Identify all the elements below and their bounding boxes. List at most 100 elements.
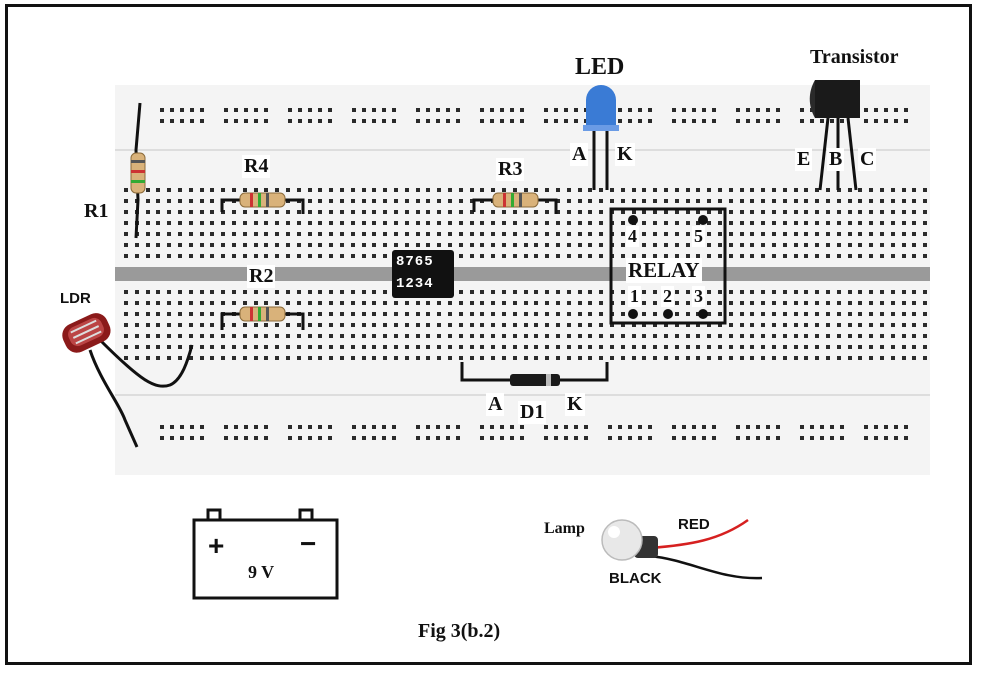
breadboard-hole [783, 188, 787, 192]
breadboard-hole [372, 221, 376, 225]
breadboard-hole [564, 108, 568, 112]
breadboard-hole [545, 188, 549, 192]
breadboard-hole [426, 312, 430, 316]
breadboard-hole [902, 290, 906, 294]
breadboard-hole [189, 188, 193, 192]
breadboard-hole [200, 254, 204, 258]
breadboard-hole [362, 356, 366, 360]
breadboard-hole [756, 436, 760, 440]
breadboard-hole [426, 221, 430, 225]
breadboard-hole [135, 312, 139, 316]
breadboard-hole [740, 312, 744, 316]
breadboard-hole [513, 188, 517, 192]
breadboard-hole [372, 323, 376, 327]
breadboard-hole [891, 290, 895, 294]
breadboard-hole [588, 188, 592, 192]
breadboard-hole [491, 345, 495, 349]
breadboard-hole [837, 312, 841, 316]
breadboard-hole [524, 356, 528, 360]
breadboard-hole [480, 210, 484, 214]
breadboard-hole [352, 108, 356, 112]
breadboard-hole [848, 301, 852, 305]
breadboard-hole [686, 210, 690, 214]
breadboard-hole [740, 323, 744, 327]
breadboard-hole [224, 425, 228, 429]
breadboard-hole [574, 119, 578, 123]
breadboard-hole [567, 221, 571, 225]
breadboard-hole [664, 210, 668, 214]
breadboard-hole [567, 254, 571, 258]
breadboard-hole [588, 199, 592, 203]
breadboard-hole [362, 188, 366, 192]
breadboard-hole [648, 108, 652, 112]
breadboard-hole [234, 108, 238, 112]
breadboard-hole [448, 232, 452, 236]
diode-anode-label: A [486, 393, 505, 416]
breadboard-hole [426, 425, 430, 429]
breadboard-hole [912, 334, 916, 338]
breadboard-hole [750, 356, 754, 360]
breadboard-hole [880, 232, 884, 236]
breadboard-hole [621, 356, 625, 360]
breadboard-hole [891, 221, 895, 225]
breadboard-hole [318, 425, 322, 429]
breadboard-hole [275, 254, 279, 258]
breadboard-hole [470, 334, 474, 338]
breadboard-hole [912, 290, 916, 294]
breadboard-hole [815, 334, 819, 338]
breadboard-hole [500, 436, 504, 440]
breadboard-hole [448, 312, 452, 316]
breadboard-hole [340, 323, 344, 327]
breadboard-hole [628, 436, 632, 440]
breadboard-hole [254, 108, 258, 112]
breadboard-hole [502, 301, 506, 305]
breadboard-hole [712, 425, 716, 429]
breadboard-hole [480, 301, 484, 305]
breadboard-hole [564, 119, 568, 123]
breadboard-hole [567, 199, 571, 203]
breadboard-hole [718, 232, 722, 236]
breadboard-hole [632, 199, 636, 203]
breadboard-hole [632, 188, 636, 192]
breadboard-hole [436, 108, 440, 112]
breadboard-hole [200, 425, 204, 429]
breadboard-hole [675, 301, 679, 305]
breadboard-hole [244, 425, 248, 429]
breadboard-hole [394, 221, 398, 225]
breadboard-hole [200, 243, 204, 247]
breadboard-hole [275, 221, 279, 225]
breadboard-hole [288, 436, 292, 440]
breadboard-hole [578, 243, 582, 247]
breadboard-hole [352, 119, 356, 123]
breadboard-hole [810, 119, 814, 123]
breadboard-hole [254, 425, 258, 429]
breadboard-hole [534, 221, 538, 225]
breadboard-hole [653, 199, 657, 203]
breadboard-hole [686, 254, 690, 258]
breadboard-hole [288, 425, 292, 429]
breadboard-hole [254, 254, 258, 258]
breadboard-hole [502, 312, 506, 316]
breadboard-hole [500, 425, 504, 429]
breadboard-hole [510, 108, 514, 112]
breadboard-hole [686, 323, 690, 327]
breadboard-hole [491, 243, 495, 247]
breadboard-hole [524, 221, 528, 225]
breadboard-hole [470, 210, 474, 214]
breadboard-hole [394, 243, 398, 247]
breadboard-hole [200, 436, 204, 440]
breadboard-hole [275, 290, 279, 294]
breadboard-hole [318, 312, 322, 316]
breadboard-hole [810, 436, 814, 440]
breadboard-hole [544, 425, 548, 429]
breadboard-hole [490, 436, 494, 440]
breadboard-hole [545, 334, 549, 338]
breadboard-hole [707, 210, 711, 214]
breadboard-hole [880, 210, 884, 214]
breadboard-hole [534, 188, 538, 192]
breadboard-hole [718, 254, 722, 258]
breadboard-hole [567, 210, 571, 214]
breadboard-hole [189, 254, 193, 258]
breadboard-hole [578, 345, 582, 349]
breadboard-hole [578, 334, 582, 338]
